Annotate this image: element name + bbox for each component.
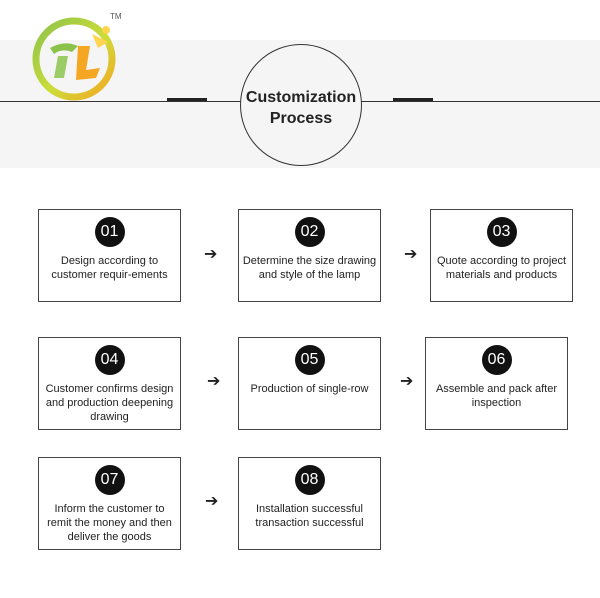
header-accent-left — [167, 98, 207, 101]
step-card-08: 08 Installation successful transaction s… — [238, 457, 381, 550]
step-description: Quote according to project materials and… — [436, 255, 567, 281]
arrow-right-icon: ➔ — [404, 246, 418, 263]
step-number-badge: 02 — [294, 217, 325, 247]
step-description: Design according to customer requir-emen… — [51, 255, 168, 281]
brand-logo — [32, 17, 116, 101]
step-number-badge: 08 — [294, 465, 325, 495]
step-number-badge: 03 — [486, 217, 517, 247]
step-number-badge: 06 — [481, 345, 512, 375]
arrow-right-icon: ➔ — [205, 493, 219, 510]
trademark-label: TM — [110, 12, 122, 21]
step-card-05: 05 Production of single-row — [238, 337, 381, 430]
step-description: Production of single-row — [250, 383, 369, 395]
header-accent-right — [393, 98, 433, 101]
step-card-04: 04 Customer confirms design and producti… — [38, 337, 181, 430]
step-number-badge: 04 — [94, 345, 125, 375]
step-card-02: 02 Determine the size drawing and style … — [238, 209, 381, 302]
arrow-right-icon: ➔ — [207, 373, 221, 390]
step-card-03: 03 Quote according to project materials … — [430, 209, 573, 302]
title-circle — [240, 44, 362, 166]
arrow-right-icon: ➔ — [400, 373, 414, 390]
step-number-badge: 01 — [94, 217, 125, 247]
step-description: Installation successful transaction succ… — [255, 503, 364, 529]
step-card-07: 07 Inform the customer to remit the mone… — [38, 457, 181, 550]
arrow-right-icon: ➔ — [204, 246, 218, 263]
step-description: Inform the customer to remit the money a… — [47, 503, 172, 543]
step-number-badge: 07 — [94, 465, 125, 495]
step-card-06: 06 Assemble and pack after inspection — [425, 337, 568, 430]
step-number-badge: 05 — [294, 345, 325, 375]
step-description: Assemble and pack after inspection — [435, 383, 558, 409]
step-card-01: 01 Design according to customer requir-e… — [38, 209, 181, 302]
step-description: Customer confirms design and production … — [45, 383, 174, 423]
step-description: Determine the size drawing and style of … — [242, 255, 377, 281]
page-title: Customization Process — [245, 89, 357, 127]
